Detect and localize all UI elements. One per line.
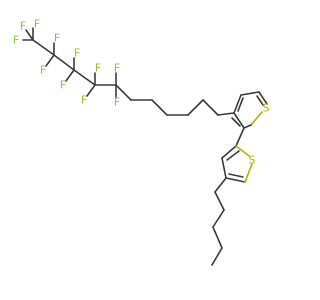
bond (115, 84, 132, 101)
fluorine-atom: F (95, 62, 101, 75)
bond (65, 69, 75, 82)
bond (258, 91, 268, 105)
bond (243, 124, 252, 129)
alkyl-chain-bonds (22, 27, 235, 116)
bond (225, 177, 246, 183)
bond (151, 99, 168, 116)
bond (221, 145, 237, 159)
bond (214, 177, 227, 193)
fluorine-atom: F (40, 64, 46, 77)
fluorine-atom: F (13, 34, 19, 47)
fluorine-atom: F (54, 32, 60, 45)
fluorine-atom: F (20, 20, 26, 33)
bond (212, 209, 225, 228)
fluorine-atom: F (81, 94, 87, 107)
fluorine-atom: F (74, 47, 80, 60)
bond (214, 191, 225, 211)
bond (32, 39, 55, 56)
bond (240, 91, 260, 96)
biaryl-bond (235, 127, 245, 147)
thiophene-ring-bottom (221, 145, 253, 183)
bond (187, 99, 204, 116)
butyl-chain-bonds (211, 177, 227, 266)
bond (231, 117, 241, 127)
fluorine-atom: F (114, 96, 120, 109)
thiophene-ring-top (231, 91, 268, 129)
structural-formula: F F F F F F F F F F F F F S S (13, 18, 270, 266)
bond (45, 54, 55, 67)
bond (233, 94, 242, 114)
bond (256, 95, 264, 106)
bond (235, 145, 250, 157)
bond (226, 150, 240, 161)
fluorine-atom: F (60, 79, 66, 92)
bond (221, 157, 227, 179)
bond (202, 99, 219, 116)
sulfur-atom: S (249, 154, 256, 167)
fluorine-atom: F (114, 62, 120, 75)
bond (244, 163, 253, 183)
bond (53, 54, 75, 71)
bond (86, 84, 96, 97)
bond (212, 226, 223, 249)
bond (228, 173, 244, 178)
bond (73, 69, 96, 86)
bond (217, 112, 235, 116)
bond (233, 112, 245, 129)
sulfur-labels: S S (249, 102, 270, 167)
fluorine-labels: F F F F F F F F F F F F F (13, 18, 120, 109)
bond (250, 111, 263, 126)
bond (237, 97, 244, 112)
bond (25, 29, 34, 41)
bond (211, 247, 223, 266)
sulfur-atom: S (263, 102, 270, 115)
fluorine-atom: F (34, 18, 40, 31)
